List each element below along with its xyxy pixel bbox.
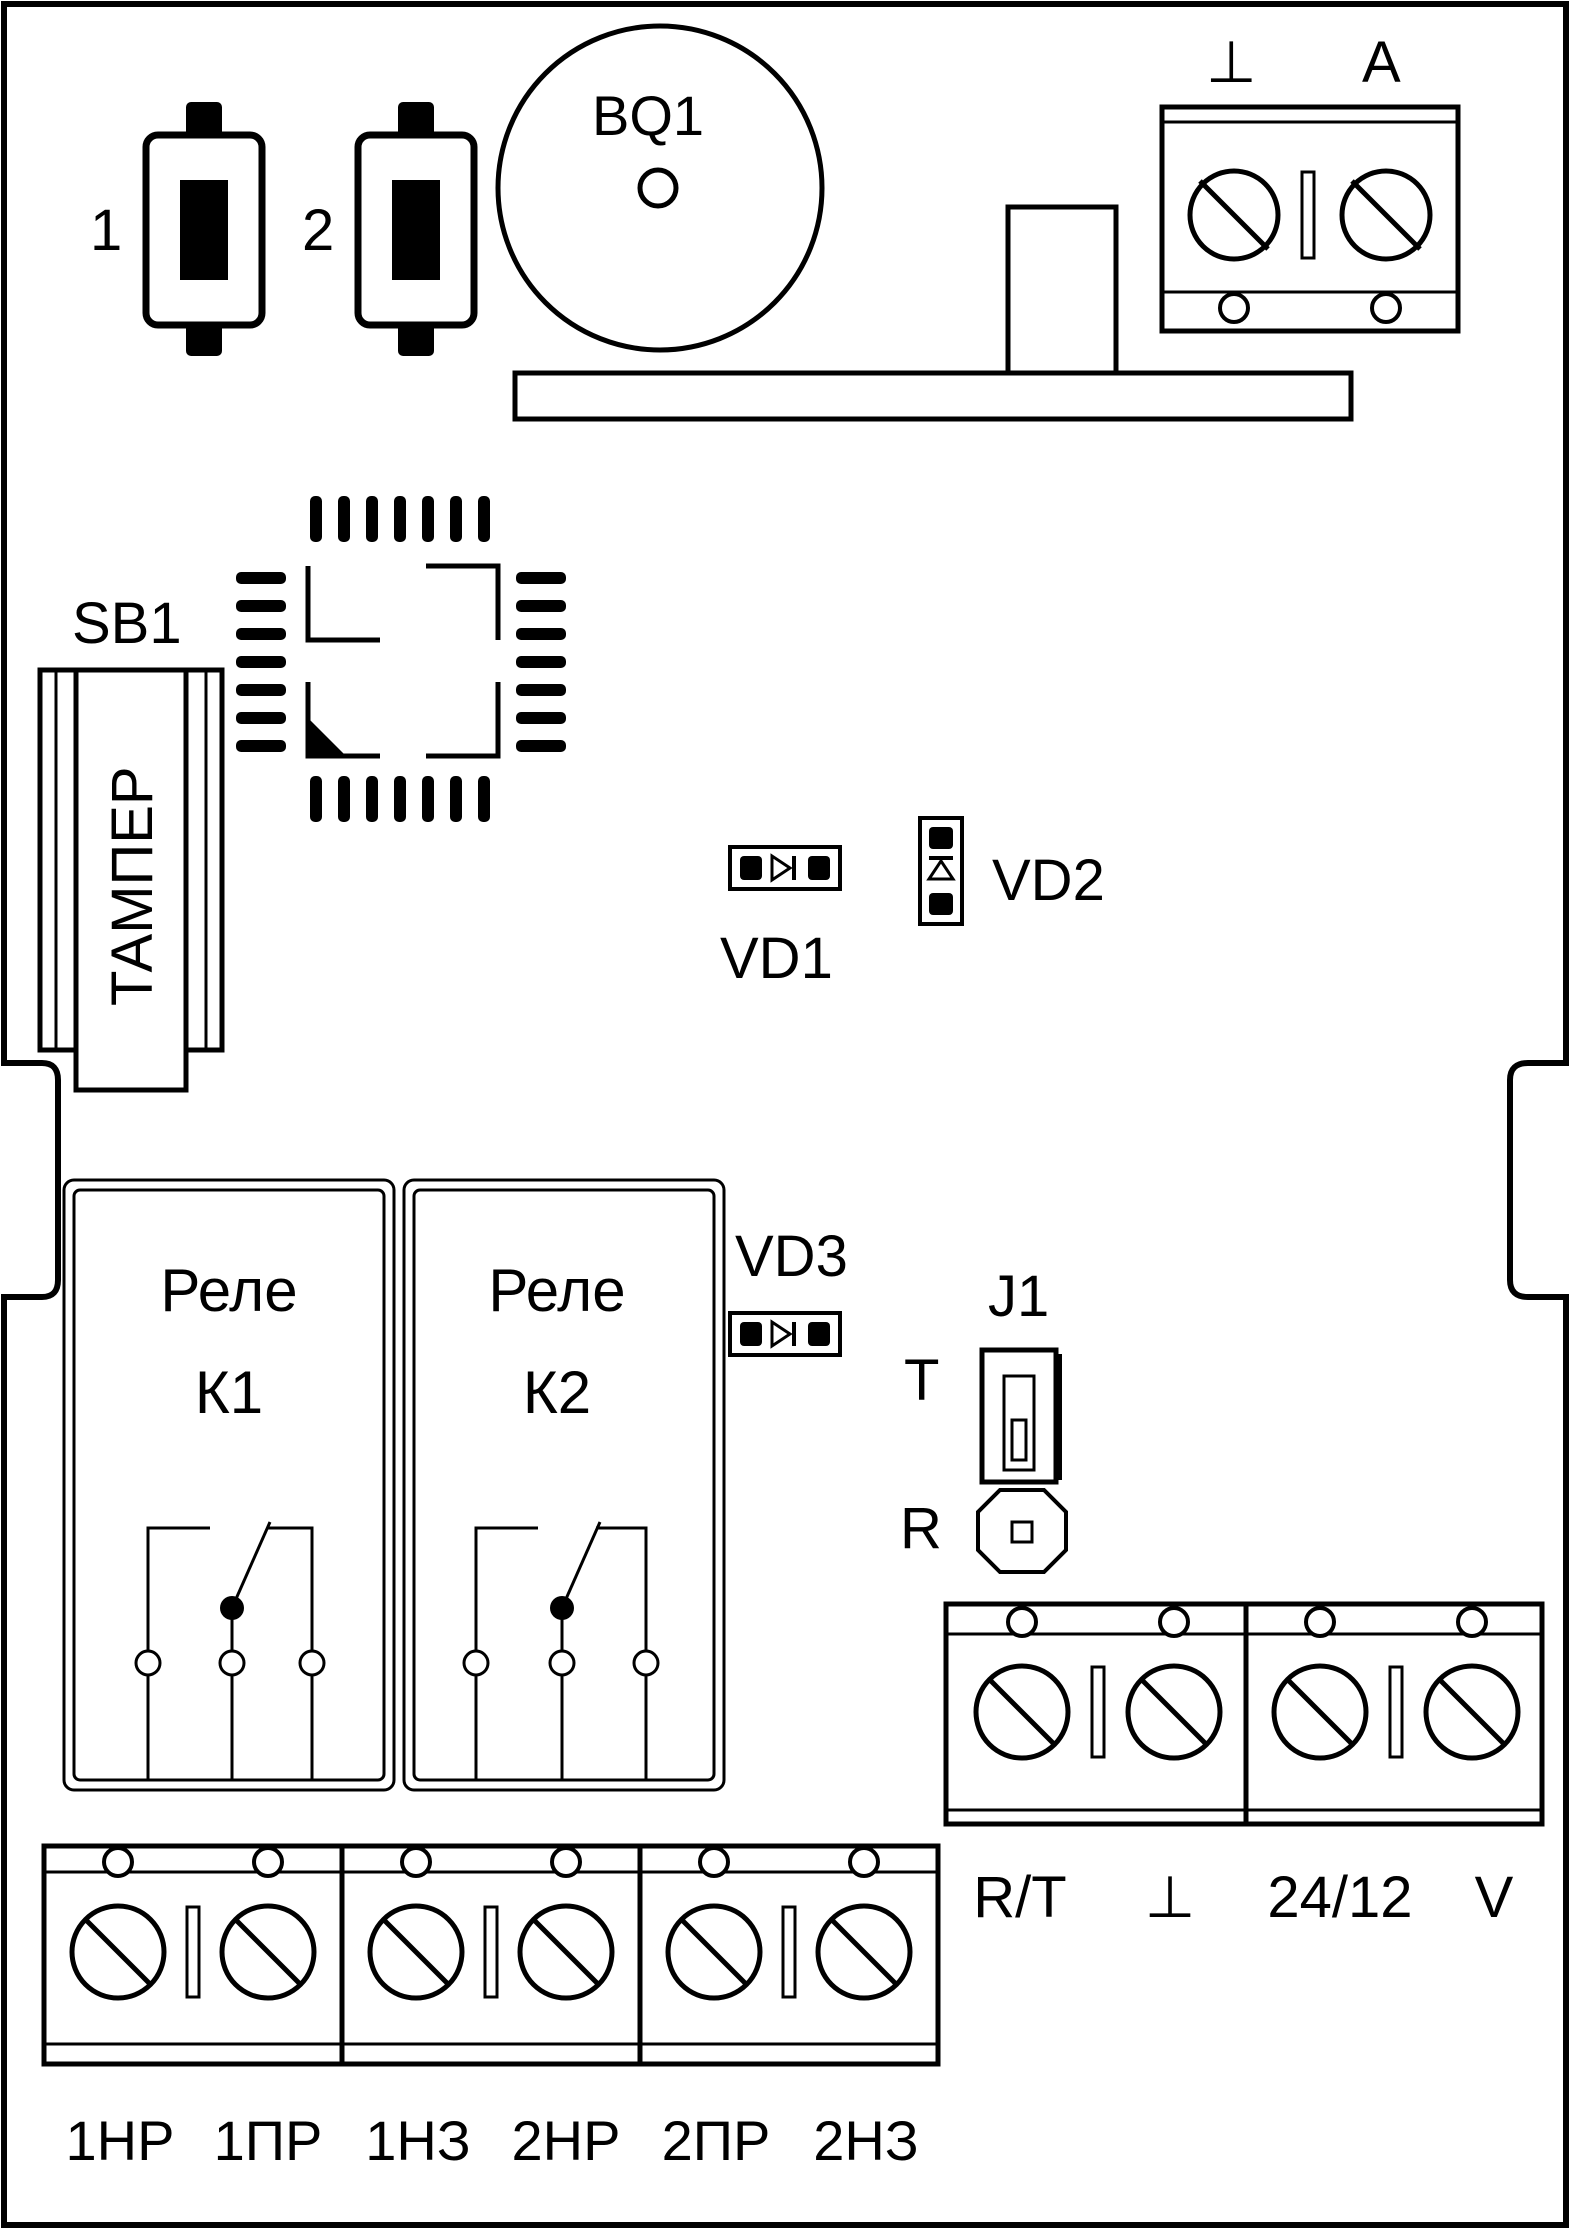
terminal-screw	[973, 1663, 1071, 1761]
push-button-1	[142, 102, 266, 356]
power-label-v: V	[1475, 1865, 1514, 1930]
relay-term-label-2nz: 2НЗ	[813, 2109, 918, 2172]
power-terminal-block	[943, 1601, 1545, 1827]
led-vd2	[918, 816, 964, 926]
terminal-screw	[665, 1903, 763, 2001]
terminal-hole	[848, 1846, 880, 1878]
chip-pin-top	[422, 496, 434, 542]
led-vd1-label: VD1	[720, 926, 833, 991]
led-vd1	[728, 845, 842, 891]
small-component	[1005, 204, 1119, 376]
jumper-top-label: T	[904, 1348, 939, 1413]
terminal-screw	[219, 1903, 317, 2001]
relay-term-label-1nz: 1НЗ	[365, 2109, 470, 2172]
relay-k2	[402, 1178, 726, 1792]
led-vd2-label: VD2	[992, 848, 1105, 913]
terminal-screw	[1271, 1663, 1369, 1761]
relay-term-label-2nr: 2НР	[512, 2109, 621, 2172]
chip-pin-right	[516, 740, 566, 752]
chip-pin-top	[310, 496, 322, 542]
chip-pin-bottom	[422, 776, 434, 822]
top-terminal-label-ground: ⊥	[1206, 30, 1257, 95]
button-2-label: 2	[302, 198, 334, 263]
chip-pin-left	[236, 684, 286, 696]
power-label-rt: R/T	[973, 1865, 1066, 1930]
terminal-screw	[1125, 1663, 1223, 1761]
chip-pin-left	[236, 712, 286, 724]
relay-k2-line2: К2	[523, 1359, 591, 1426]
jumper-j1	[976, 1347, 1068, 1574]
chip-pin-left	[236, 572, 286, 584]
relay-k1-line1: Реле	[160, 1257, 297, 1324]
terminal-separator	[483, 1905, 499, 1999]
terminal-screw	[517, 1903, 615, 2001]
jumper-bottom-label: R	[900, 1496, 942, 1561]
jumper-ref-label: J1	[988, 1264, 1049, 1329]
chip-pin-bottom	[394, 776, 406, 822]
relay-term-label-1nr: 1НР	[66, 2109, 175, 2172]
board-bar	[512, 370, 1354, 422]
led-vd3-label: VD3	[735, 1224, 848, 1289]
chip-pin-right	[516, 712, 566, 724]
push-button-2	[354, 102, 478, 356]
power-label-ground: ⊥	[1145, 1865, 1196, 1930]
relay-term-label-2pr: 2ПР	[662, 2109, 771, 2172]
chip-pin-right	[516, 684, 566, 696]
terminal-hole	[102, 1846, 134, 1878]
chip-pin-top	[478, 496, 490, 542]
tamper-switch	[37, 667, 225, 1093]
chip-pin-right	[516, 656, 566, 668]
chip-pin-bottom	[310, 776, 322, 822]
chip-pin-left	[236, 628, 286, 640]
top-terminal-label-a: A	[1362, 30, 1401, 95]
terminal-hole	[550, 1846, 582, 1878]
chip-pin-bottom	[478, 776, 490, 822]
microcontroller-chip	[236, 496, 566, 822]
terminal-separator	[185, 1905, 201, 1999]
terminal-screw	[69, 1903, 167, 2001]
tamper-ref-label: SB1	[72, 591, 182, 656]
power-label-voltage: 24/12	[1267, 1865, 1412, 1930]
terminal-hole	[400, 1846, 432, 1878]
terminal-screw	[1423, 1663, 1521, 1761]
chip-pin-top	[366, 496, 378, 542]
led-vd3	[728, 1311, 842, 1357]
buzzer-body	[495, 23, 825, 353]
terminal-hole	[1456, 1606, 1488, 1638]
terminal-hole	[698, 1846, 730, 1878]
relay-k1-line2: К1	[195, 1359, 263, 1426]
terminal-screw	[367, 1903, 465, 2001]
terminal-separator	[1090, 1665, 1106, 1759]
terminal-hole	[1158, 1606, 1190, 1638]
chip-pin-top	[338, 496, 350, 542]
relay-terminal-block	[41, 1843, 941, 2067]
chip-pin-bottom	[338, 776, 350, 822]
chip-pin-top	[394, 496, 406, 542]
chip-pin-right	[516, 600, 566, 612]
chip-pin-right	[516, 572, 566, 584]
terminal-hole	[1006, 1606, 1038, 1638]
chip-pin-left	[236, 656, 286, 668]
terminal-hole	[252, 1846, 284, 1878]
relay-k1	[62, 1178, 396, 1792]
terminal-separator	[781, 1905, 797, 1999]
buzzer-label: BQ1	[592, 84, 704, 147]
relay-k2-line1: Реле	[488, 1257, 625, 1324]
chip-pin-left	[236, 740, 286, 752]
chip-pin-left	[236, 600, 286, 612]
chip-pin-bottom	[450, 776, 462, 822]
tamper-text: ТАМПЕР	[100, 766, 165, 1006]
button-1-label: 1	[90, 198, 122, 263]
top-terminal-block	[1159, 104, 1461, 334]
buzzer-hole	[637, 167, 679, 209]
terminal-screw	[815, 1903, 913, 2001]
relay-term-label-1pr: 1ПР	[214, 2109, 323, 2172]
chip-pin-right	[516, 628, 566, 640]
terminal-hole	[1304, 1606, 1336, 1638]
chip-pin-bottom	[366, 776, 378, 822]
chip-pin-top	[450, 496, 462, 542]
terminal-separator	[1388, 1665, 1404, 1759]
